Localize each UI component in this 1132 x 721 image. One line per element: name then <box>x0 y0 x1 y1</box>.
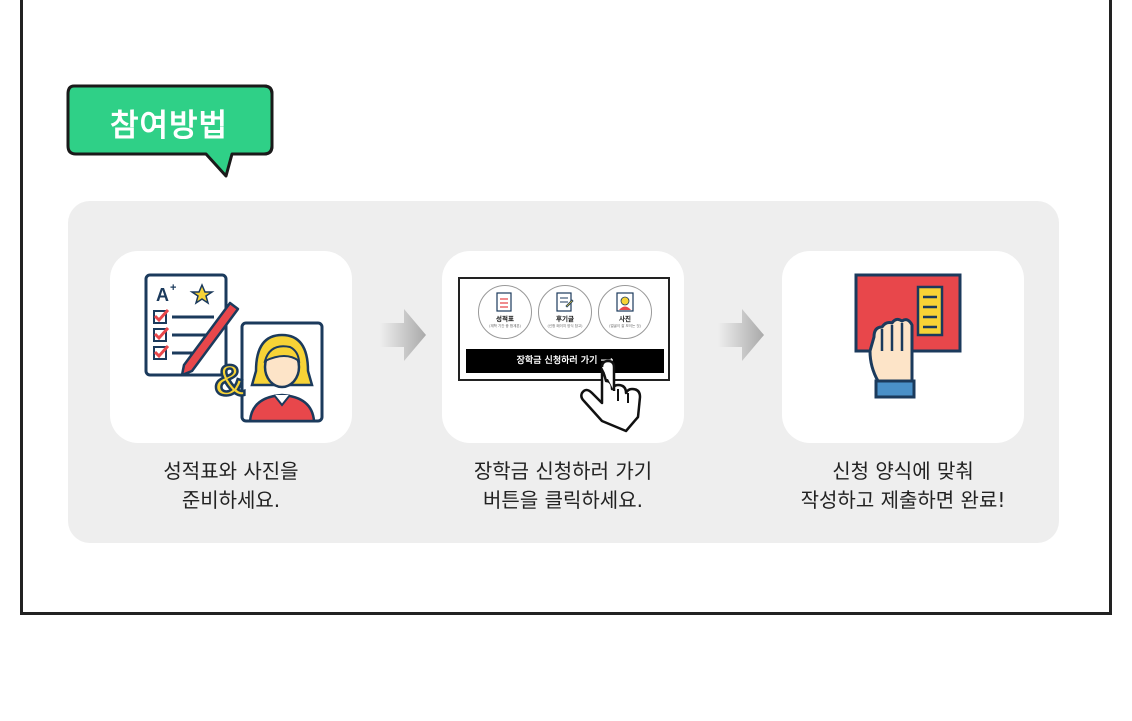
section-title-bubble: 참여방법 <box>66 84 276 180</box>
step-3-card <box>782 251 1024 443</box>
preview-item-sub: (신청 페이지 양식 참고) <box>547 324 583 328</box>
preview-item-label: 후기글 <box>556 315 574 323</box>
step-2-caption: 장학금 신청하러 가기 버튼을 클릭하세요. <box>413 457 713 515</box>
preview-item-sub: (얼굴이 잘 보이는 것) <box>609 324 641 328</box>
preview-item-sub: (재학 기간 중 합계본) <box>489 324 521 328</box>
step-3-caption-line-1: 신청 양식에 맞춰 <box>832 459 974 483</box>
step-2-card: 성적표 (재학 기간 중 합계본) 후기글 (신청 페이지 양식 참고) <box>442 251 684 443</box>
step-1-card: A + & <box>110 251 352 443</box>
apply-page-preview: 성적표 (재학 기간 중 합계본) 후기글 (신청 페이지 양식 참고) <box>458 277 670 381</box>
step-2-caption-line-2: 버튼을 클릭하세요. <box>483 488 643 512</box>
hand-submit-form-icon <box>854 273 962 399</box>
preview-item-label: 사진 <box>619 315 631 323</box>
next-step-arrow-icon <box>718 309 764 361</box>
preview-item-label: 성적표 <box>496 315 514 323</box>
hand-pointer-icon <box>580 359 642 433</box>
section-title: 참여방법 <box>109 108 229 144</box>
preview-item-transcript: 성적표 (재학 기간 중 합계본) <box>478 285 532 339</box>
svg-text:+: + <box>170 282 176 294</box>
step-3-caption-line-2: 작성하고 제출하면 완료! <box>800 488 1006 512</box>
step-3-caption: 신청 양식에 맞춰 작성하고 제출하면 완료! <box>753 457 1053 515</box>
svg-text:&: & <box>214 356 246 405</box>
step-1-caption-line-1: 성적표와 사진을 <box>163 459 299 483</box>
document-and-person-icon: A + & <box>144 273 324 423</box>
transcript-icon <box>496 292 512 312</box>
photo-icon <box>616 292 634 312</box>
svg-text:A: A <box>156 285 169 305</box>
apply-scholarship-button-preview: 장학금 신청하러 가기 ⟶ <box>466 349 664 373</box>
step-1-caption: 성적표와 사진을 준비하세요. <box>81 457 381 515</box>
speech-bubble-shape <box>66 84 274 178</box>
next-step-arrow-icon <box>380 309 426 361</box>
steps-panel: A + & 성적표와 사진을 준비하세요. <box>68 201 1059 543</box>
preview-item-photo: 사진 (얼굴이 잘 보이는 것) <box>598 285 652 339</box>
step-2-caption-line-1: 장학금 신청하러 가기 <box>473 459 653 483</box>
step-1-caption-line-2: 준비하세요. <box>181 488 281 512</box>
review-icon <box>556 292 574 312</box>
preview-item-review: 후기글 (신청 페이지 양식 참고) <box>538 285 592 339</box>
